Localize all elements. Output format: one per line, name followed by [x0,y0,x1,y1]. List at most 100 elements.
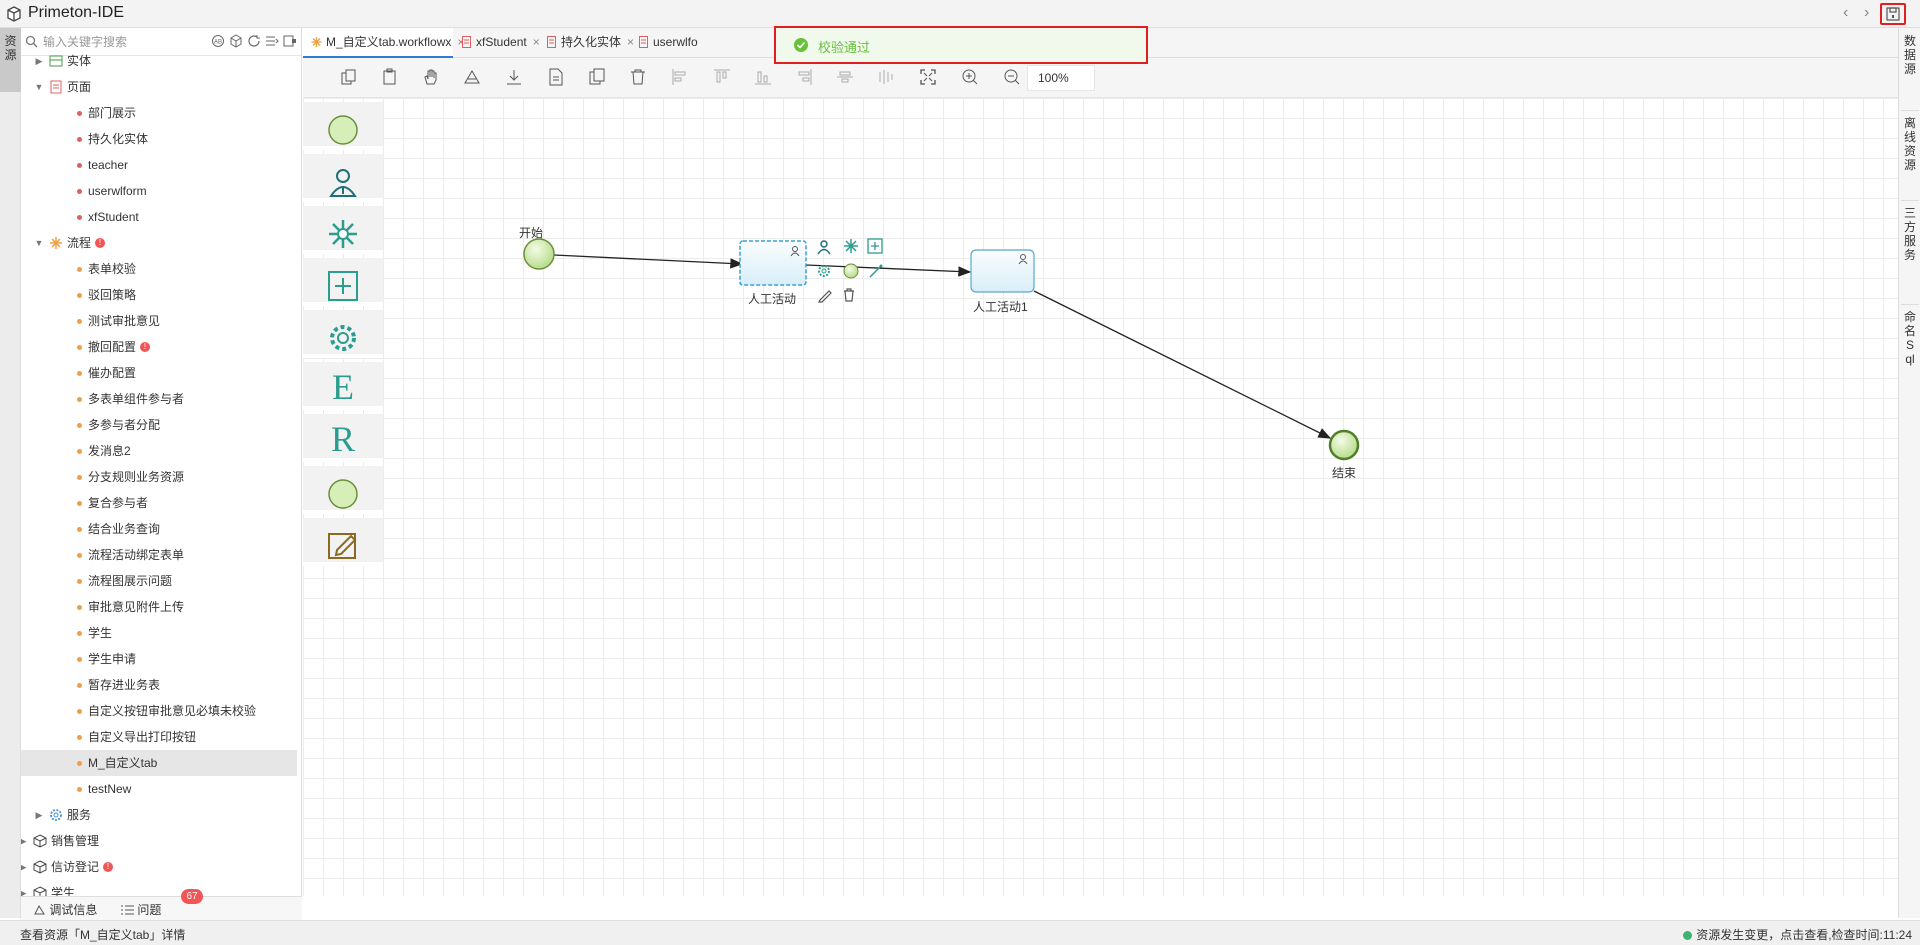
zoom-out-icon[interactable] [1003,68,1021,86]
distribute-icon[interactable] [877,68,895,86]
end-event[interactable] [1328,429,1360,461]
tree-item[interactable]: 驳回策略 [21,282,297,308]
tree-item[interactable]: 多参与者分配 [21,412,297,438]
context-gear-icon[interactable] [818,265,830,277]
manual-activity-tool[interactable] [303,154,383,202]
nav-next-button[interactable]: › [1864,4,1870,21]
collapse-all-icon[interactable] [265,34,279,48]
flow-start-to-activity[interactable] [553,254,744,269]
tree-item[interactable]: 自定义按钮审批意见必填未校验 [21,698,297,724]
tree-item[interactable]: 复合参与者 [21,490,297,516]
tree-item[interactable]: ▶服务 [21,802,297,828]
tree-item[interactable]: 表单校验 [21,256,297,282]
e-tool[interactable]: E [303,362,383,410]
duplicate-icon[interactable] [588,68,606,86]
tree-item[interactable]: 多表单组件参与者 [21,386,297,412]
collapse-arrow-icon[interactable]: ▶ [21,854,29,880]
editor-tab[interactable]: M_自定义tab.workflowx× [303,28,464,58]
refresh-icon[interactable] [247,34,261,48]
align-bottom-icon[interactable] [754,68,772,86]
align-right-icon[interactable] [795,68,813,86]
tree-item[interactable]: 分支规则业务资源 [21,464,297,490]
flow-activity-to-activity1[interactable] [805,264,972,277]
manual-activity-selected[interactable] [739,240,807,286]
start-event[interactable] [523,238,555,270]
tree-item[interactable]: 学生 [21,620,297,646]
save-button[interactable] [1880,3,1906,25]
debug-info-tab[interactable]: 调试信息 [33,901,97,918]
r-tool[interactable]: R [303,414,383,462]
tree-item[interactable]: 自定义导出打印按钮 [21,724,297,750]
filter-icon[interactable]: AB [211,34,225,48]
right-side-tab[interactable]: 数据源 [1903,34,1916,76]
tree-item[interactable]: ▶销售管理 [21,828,297,854]
locate-icon[interactable] [283,34,297,48]
delete-icon[interactable] [629,68,647,86]
align-top-icon[interactable] [713,68,731,86]
status-change-notice[interactable]: 资源发生变更，点击查看,检查时间:11:24 [1683,926,1912,943]
end-event-tool[interactable] [303,466,383,514]
zoom-level-field[interactable]: 100% [1027,65,1095,91]
tree-item[interactable]: ▶信访登记! [21,854,297,880]
nav-prev-button[interactable]: ‹ [1843,4,1849,21]
copy-icon[interactable] [340,68,358,86]
expand-arrow-icon[interactable]: ▼ [34,82,44,92]
close-icon[interactable]: × [627,35,635,49]
note-tool[interactable] [303,518,383,566]
context-end-event-icon[interactable] [843,263,859,279]
tree-item[interactable]: 流程图展示问题 [21,568,297,594]
paste-icon[interactable] [381,68,399,86]
resource-side-tab[interactable]: 资源 [0,28,21,92]
tree-item[interactable]: userwlform [21,178,297,204]
align-left-icon[interactable] [671,68,689,86]
context-connect-icon[interactable] [869,264,883,278]
tree-item[interactable]: 审批意见附件上传 [21,594,297,620]
tree-item[interactable]: 结合业务查询 [21,516,297,542]
context-plus-icon[interactable] [867,238,883,254]
issues-tab[interactable]: 问题 [121,901,161,918]
editor-tab[interactable]: xfStudent× [453,28,540,58]
cube-icon[interactable] [229,34,243,48]
diagram-canvas[interactable]: 开始 人工活动 人工活动1 结束 [303,98,1900,896]
tree-item[interactable]: 部门展示 [21,100,297,126]
collapse-arrow-icon[interactable]: ▶ [21,828,29,854]
collapse-arrow-icon[interactable]: ▶ [21,880,29,906]
tree-item[interactable]: ▼流程! [21,230,297,256]
grid-snap-icon[interactable] [463,68,481,86]
tree-item[interactable]: teacher [21,152,297,178]
start-event-tool[interactable] [303,102,383,150]
tree-item[interactable]: xfStudent [21,204,297,230]
tree-item[interactable]: M_自定义tab [21,750,297,776]
tree-item[interactable]: 催办配置 [21,360,297,386]
document-icon[interactable] [547,68,565,86]
context-edit-icon[interactable] [818,290,832,303]
tree-item[interactable]: 撤回配置! [21,334,297,360]
right-side-tab[interactable]: 离线资源 [1903,116,1916,172]
flow-activity1-to-end[interactable] [1033,290,1332,439]
editor-tab[interactable]: userwlfo [630,28,710,58]
hand-pan-icon[interactable] [422,68,440,86]
close-icon[interactable]: × [457,35,465,49]
close-icon[interactable]: × [532,35,540,49]
tree-item[interactable]: 持久化实体 [21,126,297,152]
auto-activity-tool[interactable] [303,206,383,254]
zoom-in-icon[interactable] [961,68,979,86]
context-delete-icon[interactable] [844,288,854,302]
editor-tab[interactable]: 持久化实体× [538,28,634,58]
fit-screen-icon[interactable] [919,68,937,86]
tree-item[interactable]: 暂存进业务表 [21,672,297,698]
download-icon[interactable] [505,68,523,86]
tree-item[interactable]: ▼页面 [21,74,297,100]
subprocess-tool[interactable] [303,258,383,306]
tree-item[interactable]: 学生申请 [21,646,297,672]
tree-item[interactable]: 发消息2 [21,438,297,464]
right-side-tab[interactable]: 命名Sql [1903,310,1916,366]
tree-item[interactable]: testNew [21,776,297,802]
service-activity-tool[interactable] [303,310,383,358]
manual-activity-1[interactable] [970,249,1035,293]
expand-arrow-icon[interactable]: ▼ [34,238,44,248]
collapse-arrow-icon[interactable]: ▶ [35,810,43,820]
collapse-arrow-icon[interactable]: ▶ [35,56,43,66]
tree-item[interactable]: ▶实体 [21,48,297,74]
search-input[interactable] [41,32,221,52]
